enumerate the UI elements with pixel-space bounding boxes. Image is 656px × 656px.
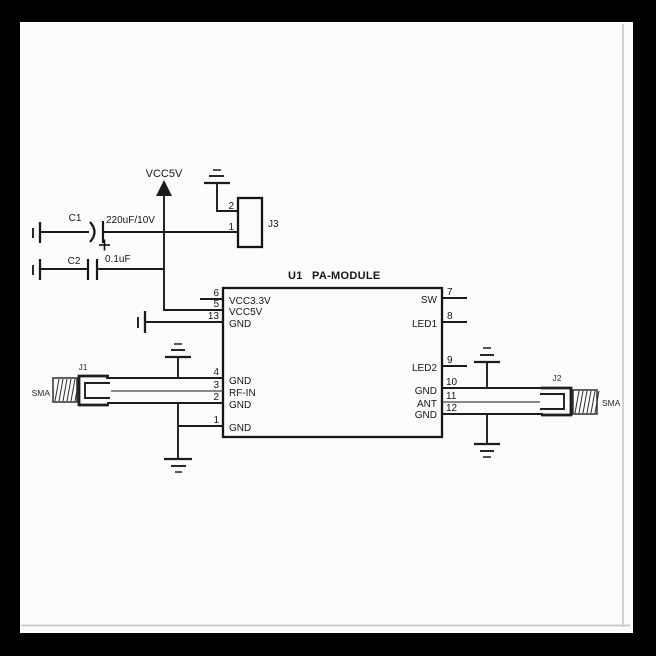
pin-number: 6 bbox=[213, 288, 219, 299]
u1-part-name: PA-MODULE bbox=[312, 270, 381, 282]
c1-value: 220uF/10V bbox=[106, 215, 155, 226]
j2-thread-hatch bbox=[574, 390, 600, 414]
j2-bottom-ground bbox=[474, 414, 500, 458]
pin-number: 2 bbox=[213, 392, 219, 403]
vcc5v-net-label: VCC5V bbox=[146, 168, 183, 180]
vcc5v-power-symbol: VCC5V bbox=[146, 168, 223, 311]
j1-coupling-outline bbox=[77, 374, 109, 407]
u1-left-pins: 6 VCC3.3V 5 VCC5V 13 GND 4 GND 3 RF-IN 2 bbox=[106, 288, 271, 434]
c2-value: 0.1uF bbox=[105, 254, 131, 265]
pin-label: GND bbox=[229, 376, 251, 387]
u1-body bbox=[221, 286, 444, 439]
pin-number: 1 bbox=[213, 415, 219, 426]
paper-page bbox=[20, 22, 633, 633]
pin-number: 7 bbox=[447, 287, 453, 298]
pin-label: RF-IN bbox=[229, 388, 256, 399]
j3-pin2-number: 2 bbox=[228, 201, 234, 212]
j2-refdes: J2 bbox=[553, 373, 562, 383]
pin-label: GND bbox=[229, 423, 251, 434]
pin-number: 10 bbox=[446, 377, 458, 388]
c1-polarity-plus-icon bbox=[99, 239, 110, 251]
j2-center-pin-fork bbox=[540, 393, 565, 410]
pin-number: 3 bbox=[213, 380, 219, 391]
u1-right-pins: 7 SW 8 LED1 9 LED2 10 GND 11 ANT 12 GND bbox=[412, 287, 543, 421]
pin-number: 9 bbox=[447, 355, 453, 366]
j1-bottom-ground bbox=[164, 403, 192, 473]
j1-top-ground bbox=[165, 343, 191, 378]
pin-label: GND bbox=[229, 400, 251, 411]
pin-label: LED1 bbox=[412, 319, 437, 330]
j1-type-label: SMA bbox=[32, 388, 51, 398]
j2-type-label: SMA bbox=[602, 398, 621, 408]
capacitor-c1: C1 220uF/10V bbox=[32, 213, 238, 251]
j1-center-pin-fork bbox=[84, 382, 110, 399]
capacitor-c2: C2 0.1uF bbox=[32, 254, 164, 280]
c1-curved-plate bbox=[89, 221, 96, 243]
j2-top-ground bbox=[474, 347, 500, 388]
j3-refdes: J3 bbox=[268, 219, 279, 230]
connector-j3: 2 1 J3 bbox=[204, 169, 279, 249]
wire-vcc-vertical bbox=[163, 196, 223, 311]
module-u1: U1 PA-MODULE 6 VCC3.3V 5 VCC5V 13 GND 4 … bbox=[106, 270, 543, 439]
pin-label: ANT bbox=[417, 399, 437, 410]
j3-body bbox=[236, 196, 264, 249]
connector-j1-sma: J1 SMA bbox=[32, 362, 110, 407]
pin-number: 12 bbox=[446, 403, 458, 414]
pin-label: GND bbox=[415, 386, 437, 397]
pin-number: 8 bbox=[447, 311, 453, 322]
pin-number: 11 bbox=[446, 391, 457, 402]
j1-refdes: J1 bbox=[79, 362, 88, 372]
power-arrow-icon bbox=[156, 180, 172, 196]
j2-coupling-outline bbox=[541, 386, 573, 417]
c2-refdes: C2 bbox=[68, 256, 81, 267]
pin-label: VCC3.3V bbox=[229, 296, 271, 307]
pin-number: 13 bbox=[208, 311, 220, 322]
ground-icon bbox=[137, 311, 147, 333]
pin-label: VCC5V bbox=[229, 307, 263, 318]
pin-number: 5 bbox=[213, 299, 219, 310]
pin-number: 4 bbox=[213, 367, 219, 378]
c1-refdes: C1 bbox=[69, 213, 82, 224]
u1-refdes: U1 bbox=[288, 270, 303, 282]
pin-label: SW bbox=[421, 295, 438, 306]
connector-j2-sma: J2 SMA bbox=[540, 373, 621, 417]
j3-pin1-number: 1 bbox=[228, 222, 234, 233]
wire-j3-pin2-to-ground bbox=[216, 183, 238, 212]
pin-label: LED2 bbox=[412, 363, 437, 374]
j1-thread-hatch bbox=[54, 378, 80, 402]
pin-label: GND bbox=[415, 410, 437, 421]
pin-label: GND bbox=[229, 319, 251, 330]
